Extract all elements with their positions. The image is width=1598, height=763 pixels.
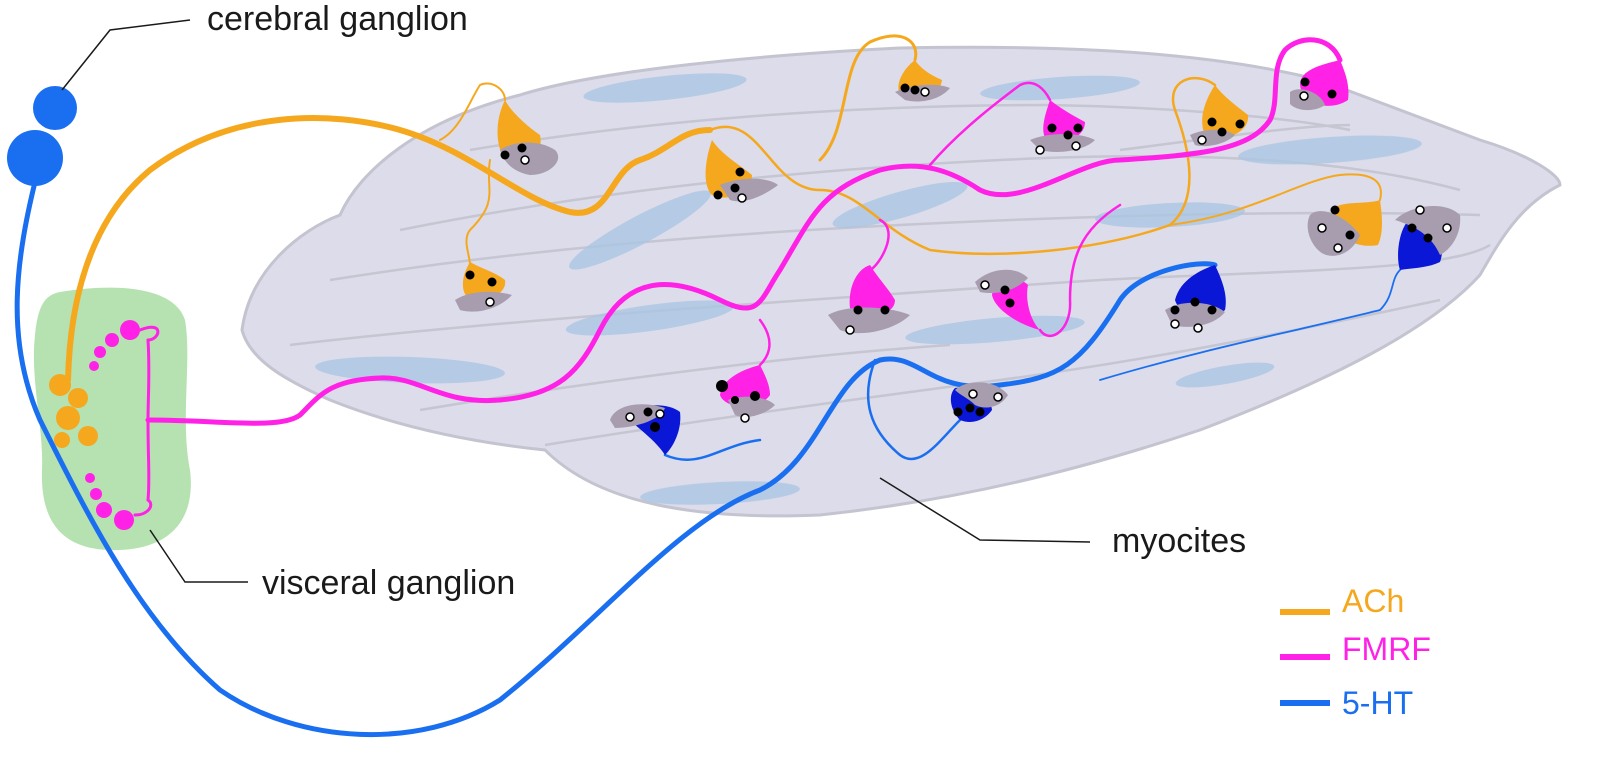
ach-neuron xyxy=(1307,200,1382,256)
ach-neuron xyxy=(455,262,512,312)
muscle-outline xyxy=(240,45,1562,518)
ach-fiber-left-cells xyxy=(439,82,506,266)
ach-fiber-right-end xyxy=(1169,173,1382,226)
serotonin-branch-b xyxy=(866,358,962,461)
ach-fibers xyxy=(65,34,1382,383)
visceral-ganglion-label: visceral ganglion xyxy=(262,564,515,602)
serotonin-neuron xyxy=(610,404,681,455)
serotonin-main-fiber xyxy=(14,167,1218,738)
ach-neuron xyxy=(705,140,778,203)
fmrf-branch-mid xyxy=(868,218,890,272)
fmrf-ganglion-cells xyxy=(85,320,140,530)
leader-lines xyxy=(61,19,1091,583)
neurons xyxy=(455,60,1461,455)
fmrf-main-fiber xyxy=(145,37,1343,426)
legend-label-fmrf: FMRF xyxy=(1342,631,1431,667)
ach-fiber-upper xyxy=(818,34,918,162)
fmrf-neuron xyxy=(716,365,775,423)
fmrf-neuron xyxy=(828,265,910,335)
fmrf-neuron xyxy=(975,269,1040,330)
cerebral-leader-line xyxy=(61,19,191,91)
myocyte-patches xyxy=(315,73,1422,505)
fmrf-branch-down xyxy=(758,318,771,367)
serotonin-neuron xyxy=(950,382,1008,422)
cerebral-ganglion xyxy=(7,86,77,186)
visceral-leader-line xyxy=(149,529,248,583)
ach-main-fiber xyxy=(65,115,713,383)
fmrf-neuron xyxy=(1030,100,1095,155)
ach-neuron xyxy=(497,100,559,175)
fmrf-branch-upper xyxy=(928,81,1052,167)
legend-label-ach: ACh xyxy=(1342,583,1404,619)
ach-fiber-to-right xyxy=(708,76,1217,256)
fmrf-fibers xyxy=(133,37,1343,517)
legend-label-5ht: 5-HT xyxy=(1342,685,1413,721)
ach-neuron xyxy=(1190,85,1249,147)
myocites-label: myocites xyxy=(1112,522,1246,560)
serotonin-branch-a xyxy=(663,438,762,461)
ach-ganglion-cells xyxy=(49,374,98,448)
ach-neuron xyxy=(895,60,950,102)
muscle-tissue xyxy=(240,45,1562,518)
fmrf-ganglion-branches xyxy=(133,325,160,517)
fmrf-neuron xyxy=(1290,60,1349,111)
serotonin-neuron xyxy=(1395,205,1461,270)
legend-item-fmrf: FMRF xyxy=(1280,631,1431,667)
cerebral-ganglion-label: cerebral ganglion xyxy=(207,0,468,38)
visceral-ganglion-cells xyxy=(49,320,140,530)
legend-item-5ht: 5-HT xyxy=(1280,685,1413,721)
legend-item-ach: ACh xyxy=(1280,583,1404,619)
serotonin-fibers xyxy=(14,167,1401,738)
serotonin-neuron xyxy=(1165,265,1226,333)
legend: ACh FMRF 5-HT xyxy=(1280,583,1431,721)
myocites-leader-line xyxy=(879,477,1091,543)
serotonin-branch-c xyxy=(1099,269,1401,381)
fmrf-branch-right xyxy=(1038,203,1122,337)
